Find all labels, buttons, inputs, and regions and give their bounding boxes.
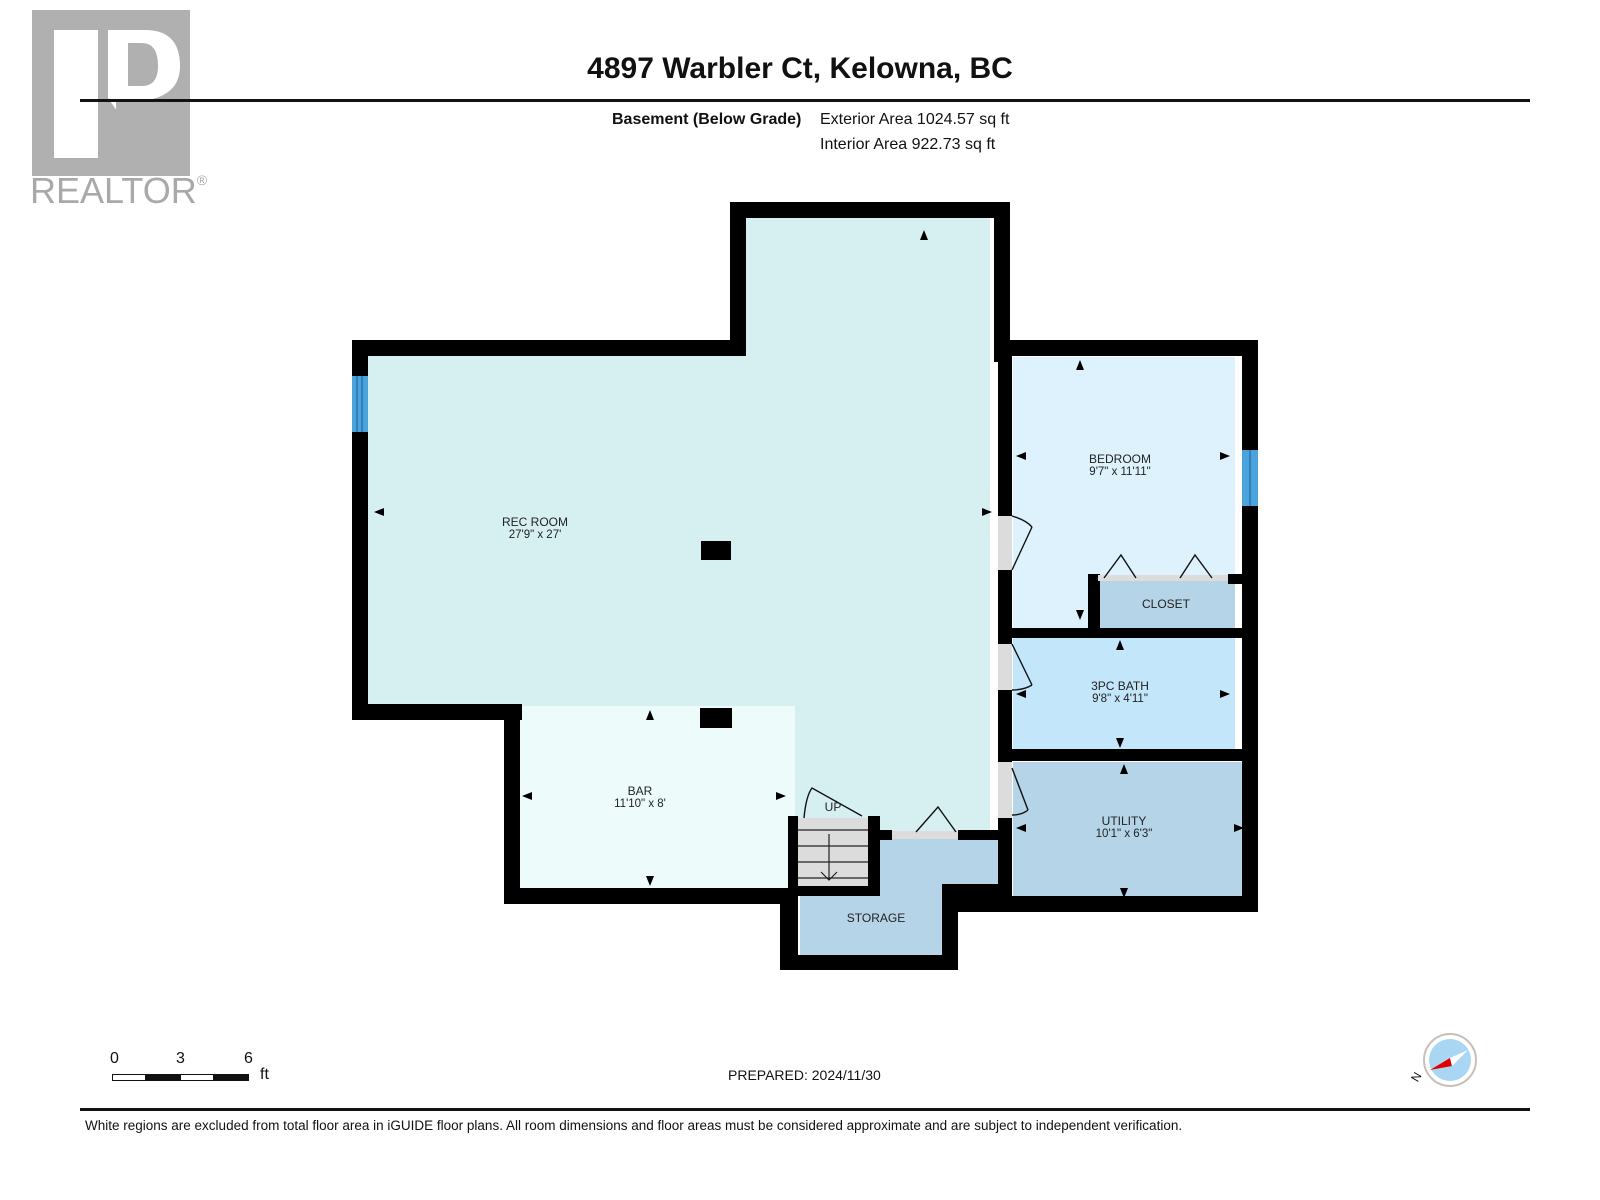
room-dimensions: 11'10" x 8'	[614, 798, 666, 810]
room-label-bar: BAR 11'10" x 8'	[614, 785, 666, 811]
room-label-bedroom: BEDROOM 9'7" x 11'11"	[1089, 453, 1151, 479]
support-column	[701, 541, 731, 560]
support-column	[700, 708, 732, 728]
room-name: CLOSET	[1141, 597, 1191, 611]
realtor-logo-text: REALTOR®	[30, 170, 207, 212]
room-dimensions: 27'9" x 27'	[508, 529, 562, 541]
scale-tick-3: 3	[176, 1050, 185, 1067]
window-rec-room	[352, 376, 368, 432]
prepared-date: PREPARED: 2024/11/30	[728, 1067, 881, 1083]
room-label-closet: CLOSET	[1142, 598, 1190, 611]
registered-mark: ®	[196, 172, 208, 188]
scale-tick-0: 0	[110, 1050, 119, 1067]
scale-tick-6: 6	[244, 1050, 253, 1067]
closet-fill	[1100, 578, 1235, 630]
dimension-markers	[374, 230, 1244, 898]
room-name: REC ROOM	[502, 515, 568, 529]
header-divider	[80, 99, 1530, 102]
logo-wordmark: REALTOR	[30, 170, 197, 211]
stair-treads	[798, 829, 868, 881]
walls	[352, 202, 1258, 970]
windows	[352, 376, 1258, 506]
scale-segment	[180, 1074, 214, 1081]
rec-room-fill	[360, 216, 990, 835]
room-name: UTILITY	[1101, 814, 1147, 828]
bar-fill	[518, 706, 795, 889]
storage-fill	[800, 835, 1005, 961]
room-dimensions: 9'7" x 11'11"	[1089, 466, 1151, 478]
page-title: 4897 Warbler Ct, Kelowna, BC	[587, 52, 1013, 85]
scale-segment	[112, 1074, 146, 1081]
realtor-logo	[30, 8, 202, 212]
room-name: 3PC BATH	[1091, 679, 1149, 693]
stairs-label: UP	[824, 800, 842, 814]
room-name: STORAGE	[846, 911, 906, 925]
bath-fill	[1013, 638, 1235, 754]
utility-fill	[1013, 762, 1245, 901]
room-name: BEDROOM	[1088, 452, 1152, 466]
room-label-3pc-bath: 3PC BATH 9'8" x 4'11"	[1091, 680, 1149, 706]
exterior-area: Exterior Area 1024.57 sq ft	[820, 111, 1010, 128]
stairs-fill	[798, 818, 870, 892]
realtor-r-icon	[32, 10, 190, 176]
room-dimensions: 10'1" x 6'3"	[1095, 828, 1153, 840]
compass-icon	[1422, 1032, 1478, 1088]
footer-divider	[80, 1108, 1530, 1111]
room-label-utility: UTILITY 10'1" x 6'3"	[1096, 815, 1153, 841]
scale-unit: ft	[260, 1066, 269, 1083]
room-label-rec-room: REC ROOM 27'9" x 27'	[502, 516, 568, 542]
floor-name: Basement (Below Grade)	[612, 111, 802, 128]
room-name: BAR	[627, 784, 653, 798]
room-dimensions: 9'8" x 4'11"	[1092, 693, 1148, 705]
disclaimer: White regions are excluded from total fl…	[85, 1118, 1183, 1133]
doors	[803, 515, 1228, 839]
interior-area: Interior Area 922.73 sq ft	[820, 136, 996, 153]
scale-segment	[213, 1074, 249, 1081]
scale-segment	[145, 1074, 181, 1081]
room-fills	[360, 216, 1245, 961]
room-label-storage: STORAGE	[847, 912, 905, 925]
